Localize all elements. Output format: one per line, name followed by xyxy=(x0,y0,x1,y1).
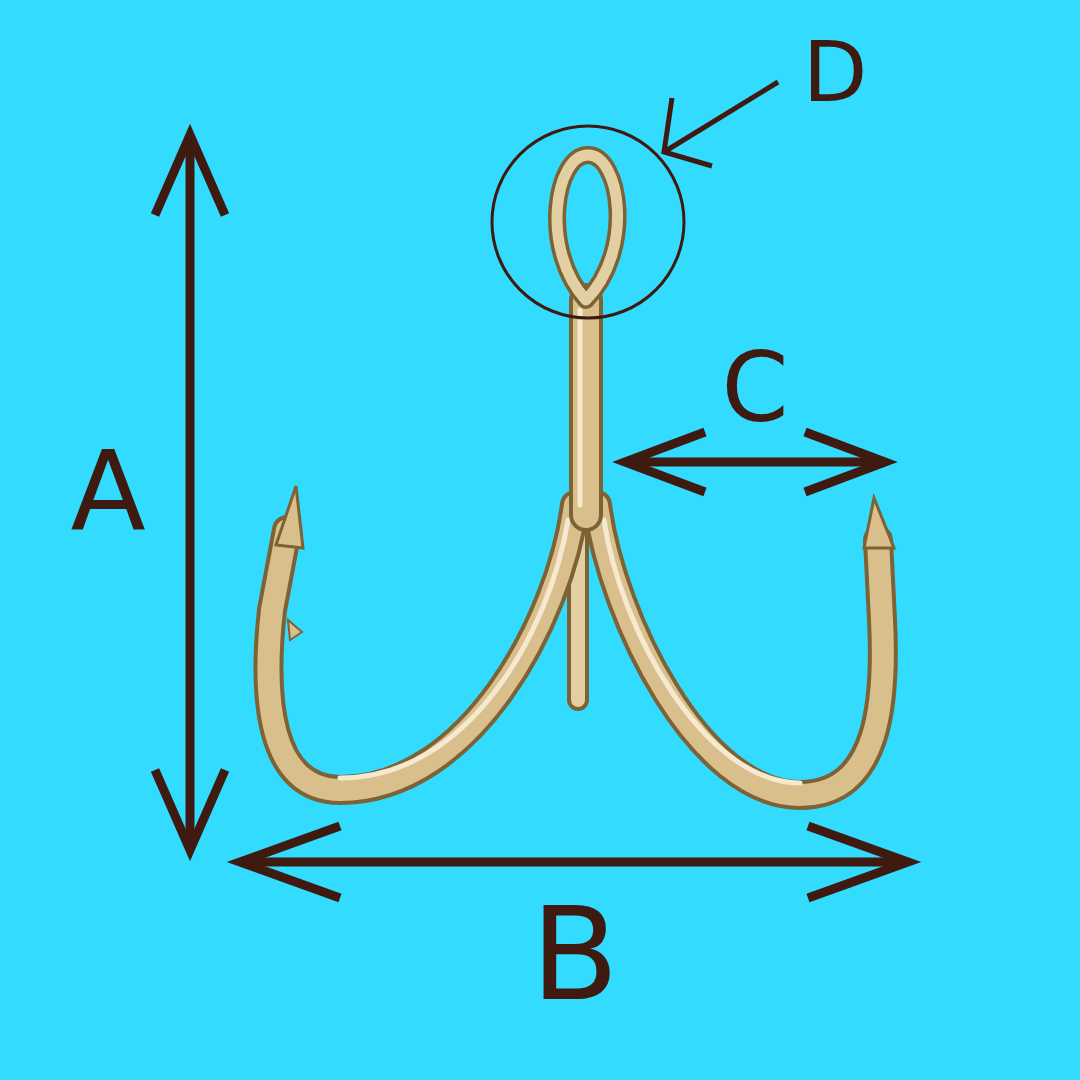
arrow-head xyxy=(155,770,225,850)
detail-circle xyxy=(492,126,684,318)
dimension-arrow xyxy=(240,858,908,867)
dimension-arrow xyxy=(186,135,195,850)
arrow-head xyxy=(664,98,712,166)
treble-hook xyxy=(268,155,882,795)
arrow-head xyxy=(625,432,705,492)
arrow-head xyxy=(240,826,340,898)
dimension-label: A xyxy=(70,437,145,547)
dimension-label: D xyxy=(803,30,868,114)
dimension-label: B xyxy=(531,891,619,1019)
dimension-label: C xyxy=(721,340,788,436)
arrow-head xyxy=(155,135,225,215)
hook-barb xyxy=(288,620,302,640)
dimension-arrow xyxy=(625,458,885,467)
arrow-head xyxy=(805,432,885,492)
leader-line xyxy=(664,82,778,152)
hook-point xyxy=(864,498,894,548)
arrow-head xyxy=(808,826,908,898)
hook-point xyxy=(276,486,303,548)
